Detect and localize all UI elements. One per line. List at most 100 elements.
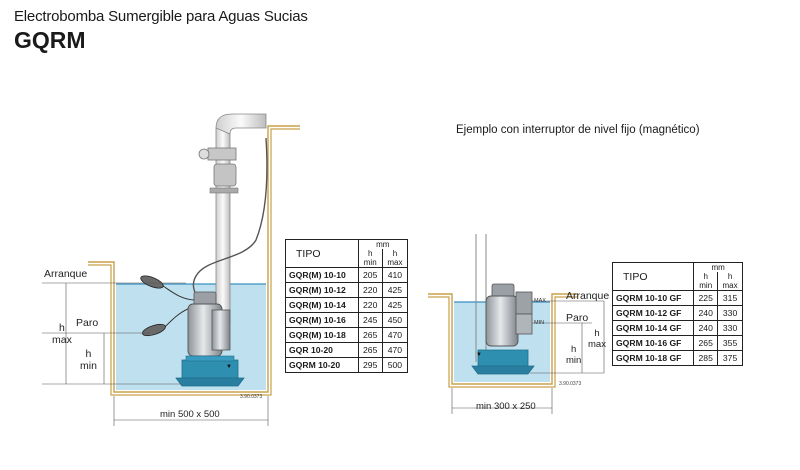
right-hmax-h: h bbox=[594, 328, 600, 339]
left-cell-hmin: 245 bbox=[357, 312, 383, 328]
left-pipe-elbow bbox=[215, 113, 267, 135]
left-cell-model: GQR(M) 10-12 bbox=[285, 282, 359, 298]
left-cell-model: GQR 10-20 bbox=[285, 342, 359, 358]
right-switch-housing bbox=[515, 313, 533, 335]
left-cell-hmax: 500 bbox=[381, 357, 409, 373]
left-pit-wall-outer bbox=[88, 128, 300, 396]
left-ref-code: 3.90.0373 bbox=[240, 394, 263, 400]
right-hmax-label: h max bbox=[588, 328, 606, 350]
left-valve-handle bbox=[198, 148, 210, 160]
right-cell-hmin: 265 bbox=[693, 335, 719, 351]
left-table-header-tipo: TIPO bbox=[285, 239, 359, 268]
right-start-level-label: Arranque bbox=[566, 290, 610, 302]
left-pump-foot bbox=[175, 377, 245, 387]
right-cell-model: GQRM 10-16 GF bbox=[611, 335, 695, 351]
left-cell-hmin: 205 bbox=[357, 267, 383, 283]
right-cell-hmax: 330 bbox=[717, 320, 743, 336]
left-cell-model: GQR(M) 10-14 bbox=[285, 297, 359, 313]
left-cell-hmax: 470 bbox=[381, 342, 409, 358]
left-hmin-h: h bbox=[85, 348, 92, 360]
right-cell-model: GQRM 10-10 GF bbox=[611, 290, 695, 306]
right-table-header-mm: mm bbox=[693, 262, 743, 272]
left-dimensions bbox=[42, 282, 269, 426]
left-cell-hmax: 470 bbox=[381, 327, 409, 343]
right-level-switch bbox=[515, 291, 533, 315]
left-sump: ▼ bbox=[88, 113, 300, 396]
right-pit-dimension: min 300 x 250 bbox=[476, 401, 536, 412]
left-cell-model: GQR(M) 10-16 bbox=[285, 312, 359, 328]
left-cell-hmax: 410 bbox=[381, 267, 409, 283]
right-pump-motor bbox=[485, 295, 519, 347]
right-stop-level-label: Paro bbox=[566, 312, 589, 324]
right-ref-code: 3.90.0373 bbox=[559, 381, 582, 387]
right-dimensions bbox=[451, 300, 605, 414]
left-pump-outlet bbox=[211, 309, 231, 351]
right-min-tag: MIN bbox=[534, 320, 545, 326]
right-hmax-max: max bbox=[588, 339, 606, 350]
right-cell-hmin: 285 bbox=[693, 350, 719, 366]
left-gate-valve bbox=[207, 147, 237, 161]
left-cell-hmin: 220 bbox=[357, 297, 383, 313]
right-hmin-h: h bbox=[571, 344, 577, 355]
right-cell-model: GQRM 10-14 GF bbox=[611, 320, 695, 336]
left-hmax-max: max bbox=[52, 334, 72, 346]
left-stop-level-label: Paro bbox=[76, 317, 99, 329]
left-check-valve bbox=[213, 163, 237, 187]
right-level-marker: ▼ bbox=[476, 352, 482, 358]
left-cell-model: GQRM 10-20 bbox=[285, 357, 359, 373]
right-cell-model: GQRM 10-18 GF bbox=[611, 350, 695, 366]
left-cell-hmin: 220 bbox=[357, 282, 383, 298]
left-hmin-min: min bbox=[80, 360, 97, 372]
left-start-level-label: Arranque bbox=[44, 268, 88, 280]
left-flange bbox=[209, 187, 239, 194]
left-table-header-mm: mm bbox=[357, 239, 409, 249]
right-cell-model: GQRM 10-12 GF bbox=[611, 305, 695, 321]
left-hmax-h: h bbox=[59, 322, 65, 334]
left-cell-hmin: 265 bbox=[357, 342, 383, 358]
left-hmax-label: h max bbox=[52, 322, 72, 346]
page-title: GQRM bbox=[14, 27, 86, 53]
left-cell-model: GQR(M) 10-18 bbox=[285, 327, 359, 343]
right-cell-hmax: 330 bbox=[717, 305, 743, 321]
left-float-switch-start bbox=[140, 275, 164, 289]
right-cell-hmin: 240 bbox=[693, 320, 719, 336]
left-level-marker: ▼ bbox=[226, 364, 232, 370]
right-pit-wall bbox=[428, 293, 578, 385]
left-hmin-label: h min bbox=[80, 348, 97, 372]
left-pit-dimension: min 500 x 500 bbox=[160, 409, 220, 420]
left-cell-model: GQR(M) 10-10 bbox=[285, 267, 359, 283]
left-cell-hmin: 295 bbox=[357, 357, 383, 373]
right-cell-hmin: 240 bbox=[693, 305, 719, 321]
left-cell-hmax: 425 bbox=[381, 297, 409, 313]
right-hmin-min: min bbox=[566, 355, 582, 366]
left-cell-hmin: 265 bbox=[357, 327, 383, 343]
right-pit-wall-outer bbox=[428, 296, 578, 388]
right-sump: ▼ bbox=[428, 234, 578, 388]
left-cell-hmax: 450 bbox=[381, 312, 409, 328]
left-power-cable bbox=[192, 137, 268, 301]
left-pump-collar bbox=[185, 355, 235, 362]
left-cell-hmax: 425 bbox=[381, 282, 409, 298]
right-max-tag: MAX bbox=[534, 298, 546, 304]
right-pump-foot bbox=[471, 365, 535, 375]
left-pit-wall bbox=[88, 125, 300, 393]
right-table-header-tipo: TIPO bbox=[611, 262, 695, 291]
